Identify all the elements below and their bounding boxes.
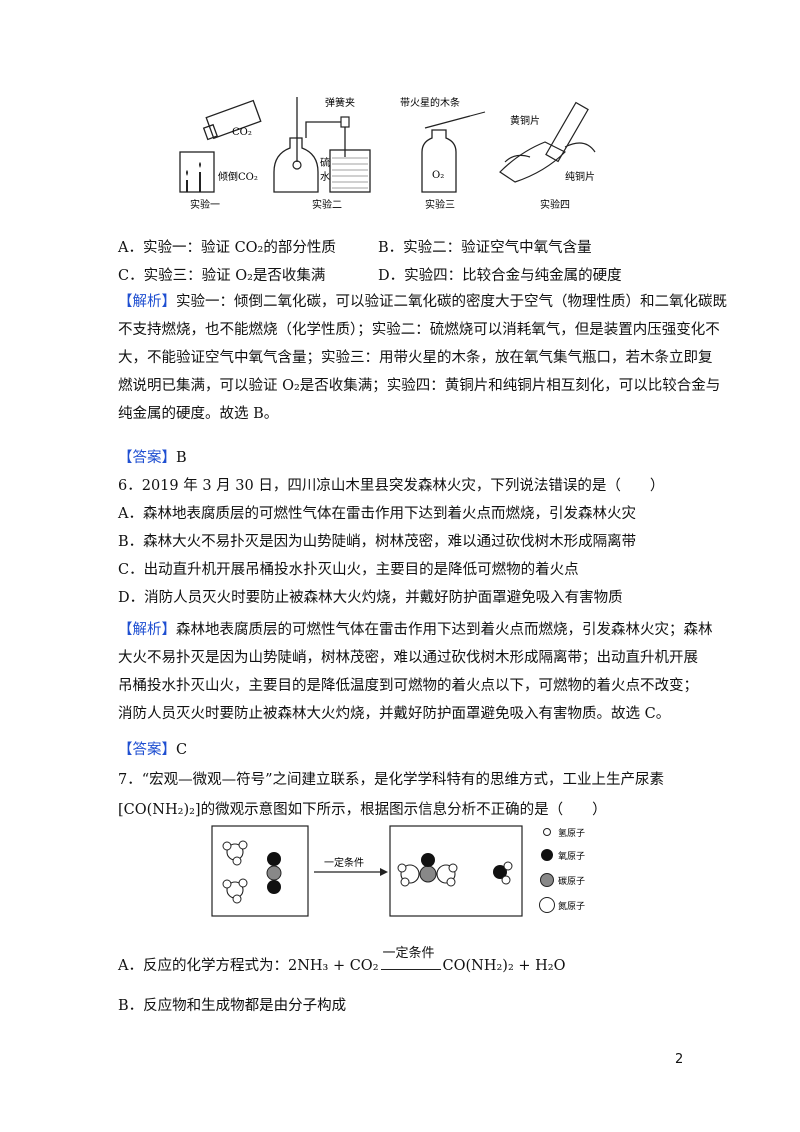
experiment-3-diagram: [421, 111, 486, 193]
product-box: [389, 825, 523, 917]
page-number: 2: [675, 1052, 684, 1067]
q5-option-b: B．实验二：验证空气中氧气含量: [378, 240, 592, 256]
q6-answer: 【答案】C: [118, 740, 187, 760]
answer-tag: 【答案】: [118, 450, 176, 466]
q6-analysis-line2: 大火不易扑灭是因为山势陡峭，树林茂密，难以通过砍伐树木形成隔离带；出动直升机开展: [118, 650, 698, 666]
experiment-1-diagram: [179, 99, 262, 193]
q6-option-a: A．森林地表腐质层的可燃性气体在雷击作用下达到着火点而燃烧，引发森林火灾: [118, 506, 636, 522]
caption-exp2: 实验二: [312, 198, 342, 211]
q7-stem-line1: 7．“宏观—微观—符号”之间建立联系，是化学学科特有的思维方式，工业上生产尿素: [118, 772, 665, 788]
q7-option-a-prefix: A．反应的化学方程式为：2NH₃ + CO₂: [118, 958, 379, 974]
pour-label: 倾倒CO₂: [218, 170, 258, 183]
experiment-4-diagram: [499, 101, 596, 183]
q6-analysis-text1: 森林地表腐质层的可燃性气体在雷击作用下达到着火点而燃烧，引发森林火灾；森林: [176, 622, 713, 638]
experiment-figure: CO₂ 倾倒CO₂ 弹簧夹 硫 水 带火星的木条 O₂: [179, 96, 596, 211]
caption-exp3: 实验三: [425, 198, 455, 211]
q7-option-a-suffix: CO(NH₂)₂ + H₂O: [442, 958, 566, 974]
q5-analysis-line1: 【解析】实验一：倾倒二氧化碳，可以验证二氧化碳的密度大于空气（物理性质）和二氧化…: [118, 292, 727, 312]
experiment-2-diagram: [273, 97, 371, 193]
copper-label: 纯铜片: [565, 170, 595, 183]
equation-condition: 一定条件: [382, 946, 435, 961]
o2-label: O₂: [432, 170, 444, 181]
q5-analysis-line2: 不支持燃烧，也不能燃烧（化学性质）；实验二：硫燃烧可以消耗氧气，但是装置内压强变…: [118, 322, 720, 338]
legend-nitrogen: 氮原子: [558, 900, 585, 912]
q5-analysis-line3: 大，不能验证空气中氧气含量；实验三：用带火星的木条，放在氧气集气瓶口，若木条立即…: [118, 350, 713, 366]
analysis-tag: 【解析】: [118, 622, 176, 638]
q5-analysis-line4: 燃说明已集满，可以验证 O₂是否收集满；实验四：黄铜片和纯铜片相互刻化，可以比较…: [118, 378, 721, 394]
caption-exp1: 实验一: [190, 198, 220, 211]
equation-arrow: 一定条件: [380, 946, 441, 976]
caption-exp4: 实验四: [540, 198, 570, 211]
co2-bottle-label: CO₂: [232, 127, 252, 138]
q5-analysis-text1: 实验一：倾倒二氧化碳，可以验证二氧化碳的密度大于空气（物理性质）和二氧化碳既: [176, 294, 727, 310]
q6-analysis-line3: 吊桶投水扑灭山火，主要目的是降低温度到可燃物的着火点以下，可燃物的着火点不改变；: [118, 678, 698, 694]
condition-label: 一定条件: [324, 856, 364, 869]
sulfur-label: 硫: [320, 156, 330, 169]
answer-tag: 【答案】: [118, 742, 176, 758]
q6-option-c: C．出动直升机开展吊桶投水扑灭山火，主要目的是降低可燃物的着火点: [118, 562, 579, 578]
q6-analysis-line1: 【解析】森林地表腐质层的可燃性气体在雷击作用下达到着火点而燃烧，引发森林火灾；森…: [118, 620, 713, 640]
q6-analysis-line4: 消防人员灭火时要防止被森林大火灼烧，并戴好防护面罩避免吸入有害物质。故选 C。: [118, 706, 671, 722]
legend-hydrogen: 氢原子: [558, 827, 585, 839]
q7-stem-line2: [CO(NH₂)₂]的微观示意图如下所示，根据图示信息分析不正确的是（ ）: [118, 802, 607, 818]
q5-option-a: A．实验一：验证 CO₂的部分性质: [118, 240, 336, 256]
water-label: 水: [320, 171, 330, 183]
analysis-tag: 【解析】: [118, 294, 176, 310]
q6-stem: 6．2019 年 3 月 30 日，四川凉山木里县突发森林火灾，下列说法错误的是…: [118, 478, 665, 494]
brass-label: 黄铜片: [510, 114, 540, 127]
q5-option-d: D．实验四：比较合金与纯金属的硬度: [378, 268, 622, 284]
q7-option-b: B．反应物和生成物都是由分子构成: [118, 998, 347, 1014]
legend-carbon: 碳原子: [558, 875, 585, 887]
q5-answer: 【答案】B: [118, 448, 187, 468]
q5-analysis-line5: 纯金属的硬度。故选 B。: [118, 406, 279, 422]
q6-option-d: D．消防人员灭火时要防止被森林大火灼烧，并戴好防护面罩避免吸入有害物质: [118, 590, 623, 606]
splint-label: 带火星的木条: [400, 96, 460, 109]
reaction-diagram: 一定条件 氢原子 氧原子 碳原子 氮原子: [211, 825, 585, 917]
reactant-box: [211, 825, 309, 917]
spring-clip-label: 弹簧夹: [325, 96, 355, 109]
q5-option-c: C．实验三：验证 O₂是否收集满: [118, 268, 326, 284]
legend-oxygen: 氧原子: [558, 850, 585, 862]
q6-option-b: B．森林大火不易扑灭是因为山势陡峭，树林茂密，难以通过砍伐树木形成隔离带: [118, 534, 637, 550]
q5-answer-value: B: [176, 450, 187, 466]
q6-answer-value: C: [176, 742, 188, 758]
